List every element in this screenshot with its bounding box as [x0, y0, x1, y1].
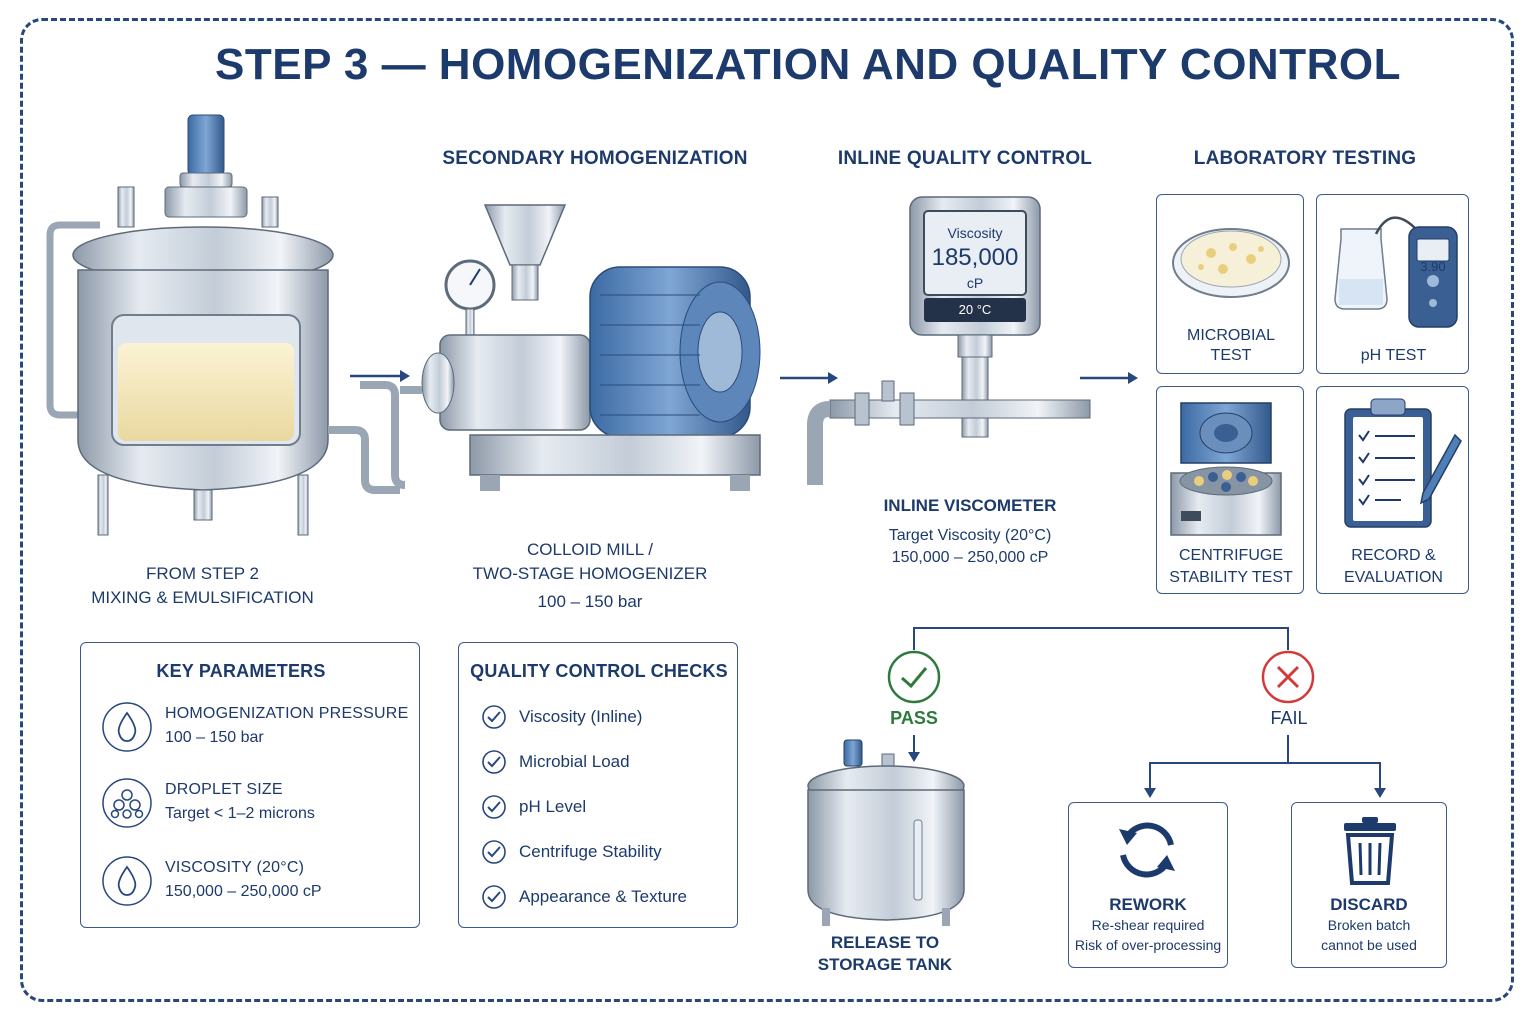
from-step-2-label: FROM STEP 2 [145, 564, 260, 583]
check-circle-icon [482, 705, 506, 729]
two-stage-homogenizer-label: TWO-STAGE HOMOGENIZER [472, 564, 708, 583]
discard-line-2: cannot be used [1321, 937, 1417, 953]
fail-x-icon [1261, 650, 1315, 704]
screen-viscosity-value: 185,000 [931, 244, 1019, 271]
qc-item-centrifuge: Centrifuge Stability [519, 842, 662, 861]
record-label-2: EVALUATION [1344, 569, 1443, 586]
param-value-viscosity: 150,000 – 250,000 cP [165, 883, 322, 900]
centrifuge-label-2: STABILITY TEST [1169, 569, 1293, 586]
pass-label: PASS [890, 708, 938, 728]
header-secondary-homogenization: SECONDARY HOMOGENIZATION [442, 148, 748, 169]
refresh-icon [1119, 822, 1175, 878]
petri-dish-icon [1172, 228, 1290, 298]
ph-test-card: 3.90 pH TEST [1316, 194, 1469, 374]
key-parameters-panel: KEY PARAMETERS HOMOGENIZATION PRESSURE 1… [80, 642, 420, 928]
record-label-1: RECORD & [1351, 547, 1436, 564]
ph-meter-icon [1334, 216, 1458, 328]
flow-arrow-3 [1080, 372, 1138, 384]
check-circle-icon [482, 795, 506, 819]
target-viscosity-label: Target Viscosity (20°C) [888, 527, 1052, 544]
centrifuge-test-card: CENTRIFUGE STABILITY TEST [1156, 386, 1304, 594]
mixing-tank-illustration [46, 114, 400, 536]
discard-title: DISCARD [1330, 895, 1408, 914]
screen-unit: cP [966, 275, 984, 291]
param-name-viscosity: VISCOSITY (20°C) [165, 859, 305, 876]
screen-viscosity-label: Viscosity [947, 225, 1003, 241]
discard-line-1: Broken batch [1327, 917, 1411, 933]
decision-connector-lines [908, 627, 1386, 798]
mill-pressure-label: 100 – 150 bar [537, 592, 643, 611]
record-evaluation-card: RECORD & EVALUATION [1316, 386, 1469, 594]
trash-can-icon [1344, 817, 1396, 885]
centrifuge-icon [1170, 402, 1282, 536]
param-value-pressure: 100 – 150 bar [165, 729, 264, 746]
header-laboratory-testing: LABORATORY TESTING [1193, 148, 1417, 169]
dashed-frame [20, 18, 1514, 1002]
qc-item-appearance: Appearance & Texture [519, 887, 687, 906]
param-name-pressure: HOMOGENIZATION PRESSURE [165, 705, 409, 722]
qc-item-microbial: Microbial Load [519, 752, 630, 771]
qc-item-viscosity: Viscosity (Inline) [519, 707, 643, 726]
storage-tank-illustration [807, 739, 965, 926]
drop-icon [102, 702, 152, 752]
param-name-droplet: DROPLET SIZE [165, 781, 283, 798]
rework-line-2: Risk of over-processing [1074, 937, 1222, 953]
microbial-label-1: MICROBIAL [1186, 327, 1275, 344]
clipboard-icon [1344, 398, 1462, 528]
microbial-label-2: TEST [1210, 347, 1252, 364]
key-parameters-heading: KEY PARAMETERS [156, 661, 326, 681]
qc-heading: QUALITY CONTROL CHECKS [470, 661, 728, 681]
screen-temp: 20 °C [958, 302, 992, 317]
flow-arrow-1 [350, 370, 410, 382]
centrifuge-label-1: CENTRIFUGE [1179, 547, 1283, 564]
header-inline-quality-control: INLINE QUALITY CONTROL [837, 148, 1093, 169]
check-circle-icon [482, 750, 506, 774]
inline-viscometer-illustration [807, 196, 1091, 485]
colloid-mill-label: COLLOID MILL / [527, 540, 653, 559]
ph-meter-reading: 3.90 [1420, 259, 1446, 274]
flow-arrow-2 [780, 372, 838, 384]
pass-check-icon [887, 650, 941, 704]
fail-label: FAIL [1270, 708, 1308, 728]
colloid-mill-illustration [360, 204, 761, 491]
release-label-2: STORAGE TANK [817, 955, 953, 974]
rework-title: REWORK [1109, 895, 1187, 914]
inline-viscometer-label: INLINE VISCOMETER [883, 496, 1057, 515]
check-circle-icon [482, 840, 506, 864]
viscosity-drop-icon [102, 856, 152, 906]
droplets-icon [102, 778, 152, 828]
qc-item-ph: pH Level [519, 797, 587, 816]
quality-control-checks-panel: QUALITY CONTROL CHECKS Viscosity (Inline… [458, 642, 738, 928]
target-viscosity-range: 150,000 – 250,000 cP [891, 549, 1049, 566]
mixing-emulsification-label: MIXING & EMULSIFICATION [91, 588, 314, 607]
page-title: STEP 3 — HOMOGENIZATION AND QUALITY CONT… [215, 40, 1401, 89]
check-circle-icon [482, 885, 506, 909]
microbial-test-card: MICROBIAL TEST [1156, 194, 1304, 374]
ph-test-label: pH TEST [1360, 347, 1427, 364]
discard-card: DISCARD Broken batch cannot be used [1291, 802, 1447, 968]
rework-card: REWORK Re-shear required Risk of over-pr… [1068, 802, 1228, 968]
release-label-1: RELEASE TO [830, 933, 940, 952]
rework-line-1: Re-shear required [1091, 917, 1205, 933]
param-value-droplet: Target < 1–2 microns [165, 805, 315, 822]
